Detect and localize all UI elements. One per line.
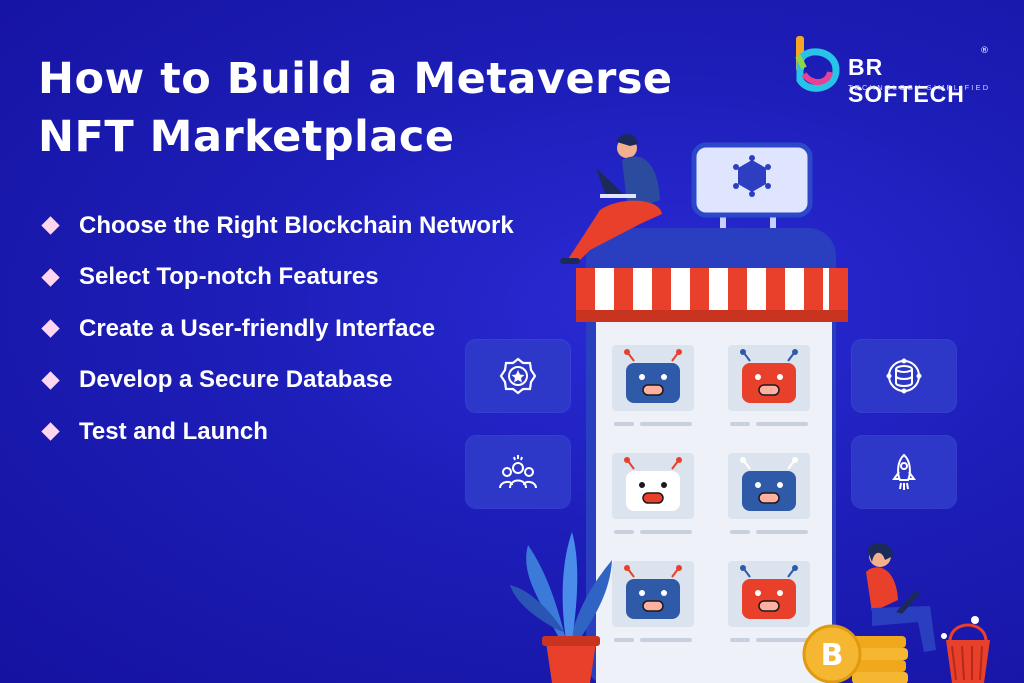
nft-card [728,453,810,519]
nft-card [612,561,694,627]
person-with-laptop-bottom [866,542,936,652]
list-item-label: Test and Launch [79,417,268,445]
nft-card [612,345,694,411]
list-item: Test and Launch [40,406,514,458]
brand-tagline: TECHNOLOGY SIMPLIFIED [848,83,991,92]
registered-mark: ® [980,46,989,56]
bitcoin-icon: B [821,638,844,673]
list-item-label: Develop a Secure Database [79,366,393,394]
shopping-basket [941,616,990,683]
feature-tile-database [852,340,956,412]
star-badge-icon [499,357,537,395]
feature-tile-rocket [852,436,956,508]
feature-tile-star [466,340,570,412]
bitcoin-coins: B [802,624,908,683]
storefront-awning [576,268,848,322]
person-with-laptop-top [560,134,662,264]
page-title-line-1: How to Build a Metaverse [38,54,673,104]
nft-card [728,561,810,627]
list-item: Choose the Right Blockchain Network [40,200,514,252]
brand-logo: BR SOFTECH TECHNOLOGY SIMPLIFIED ® [790,34,1000,107]
feature-tile-users [466,436,570,508]
users-group-icon [499,455,537,489]
list-item: Create a User-friendly Interface [40,303,514,355]
list-item: Develop a Secure Database [40,355,514,407]
card-caption-lines [614,422,808,642]
list-item: Select Top-notch Features [40,252,514,304]
brand-name: BR SOFTECH [848,54,965,107]
list-item-label: Select Top-notch Features [79,263,379,291]
steps-list: Choose the Right Blockchain Network Sele… [40,200,514,458]
nft-card [612,453,694,519]
brand-mark-icon [795,36,840,92]
page-title: How to Build a Metaverse NFT Marketplace [38,50,738,166]
page-title-line-2: NFT Marketplace [38,112,455,162]
blockchain-network-icon [733,155,771,197]
database-icon [886,358,922,394]
rocket-icon [892,453,916,490]
list-item-label: Choose the Right Blockchain Network [79,211,514,239]
potted-plant [510,532,612,683]
nft-card [728,345,810,411]
list-item-label: Create a User-friendly Interface [79,314,436,342]
